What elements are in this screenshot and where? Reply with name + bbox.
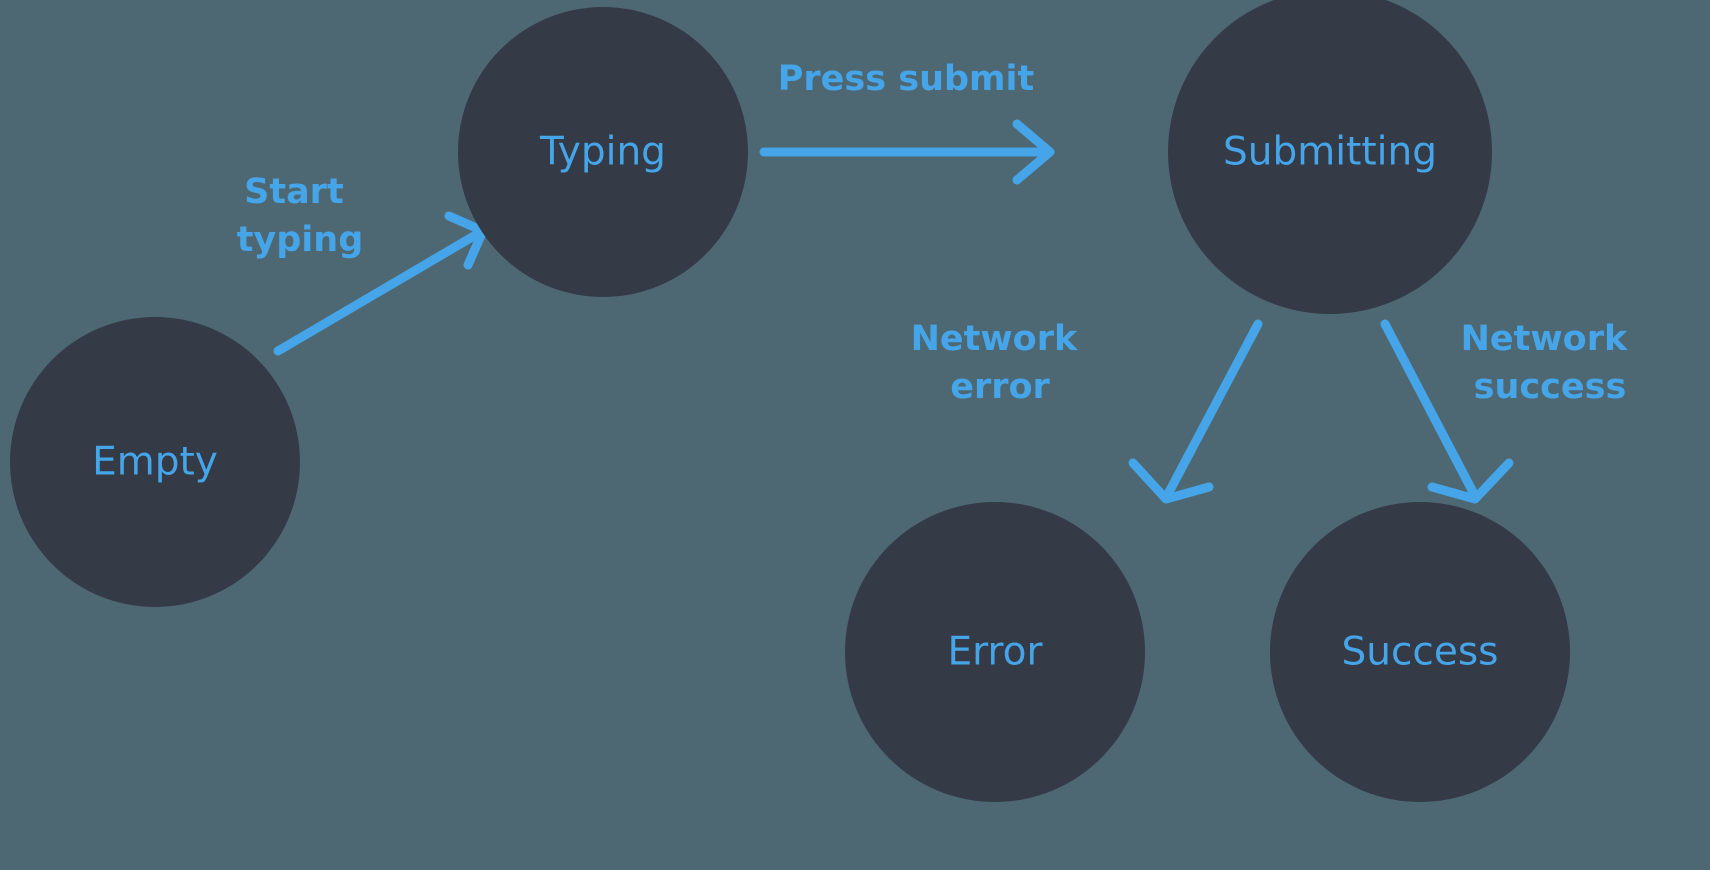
transition-label-line: error bbox=[950, 367, 1050, 407]
transition-label-line: success bbox=[1474, 367, 1627, 407]
state-node-error[interactable]: Error bbox=[845, 502, 1145, 802]
state-label-submitting: Submitting bbox=[1223, 130, 1437, 175]
transition-network-error-label: Network error bbox=[911, 319, 1090, 407]
transition-network-error-arrowhead bbox=[1128, 458, 1214, 504]
transition-press-submit-arrowhead bbox=[1012, 119, 1055, 185]
transition-start-typing-line bbox=[273, 228, 484, 356]
state-label-typing: Typing bbox=[539, 130, 666, 175]
state-circle-empty bbox=[10, 317, 300, 607]
transition-label-line: Network bbox=[1461, 319, 1628, 359]
state-label-error: Error bbox=[947, 630, 1043, 675]
transition-label-line: Press submit bbox=[778, 59, 1035, 99]
state-circle-submitting bbox=[1168, 0, 1492, 314]
state-node-success[interactable]: Success bbox=[1270, 502, 1570, 802]
states-layer: Empty Typing Submitting Error Success bbox=[10, 0, 1570, 802]
state-circle-success bbox=[1270, 502, 1570, 802]
state-node-typing[interactable]: Typing bbox=[458, 7, 748, 297]
state-label-success: Success bbox=[1342, 630, 1499, 675]
transition-network-success[interactable]: Network success bbox=[1380, 319, 1640, 504]
transition-label-line: Start bbox=[244, 172, 344, 212]
transition-label-line: typing bbox=[237, 220, 364, 260]
transition-network-success-label: Network success bbox=[1461, 319, 1640, 407]
transition-start-typing-label: Start typing bbox=[237, 172, 364, 260]
transition-network-success-line bbox=[1380, 319, 1479, 499]
transition-label-line: Network bbox=[911, 319, 1078, 359]
state-node-empty[interactable]: Empty bbox=[10, 317, 300, 607]
state-circle-typing bbox=[458, 7, 748, 297]
transition-network-error[interactable]: Network error bbox=[911, 319, 1263, 504]
transition-press-submit[interactable]: Press submit bbox=[759, 59, 1055, 185]
state-label-empty: Empty bbox=[92, 440, 218, 485]
state-circle-error bbox=[845, 502, 1145, 802]
transition-network-success-arrowhead bbox=[1427, 458, 1514, 504]
transition-press-submit-label: Press submit bbox=[778, 59, 1035, 99]
transition-network-error-line bbox=[1163, 319, 1263, 499]
state-node-submitting[interactable]: Submitting bbox=[1168, 0, 1492, 314]
transitions-layer: Start typing Press submit Network error bbox=[237, 59, 1640, 504]
